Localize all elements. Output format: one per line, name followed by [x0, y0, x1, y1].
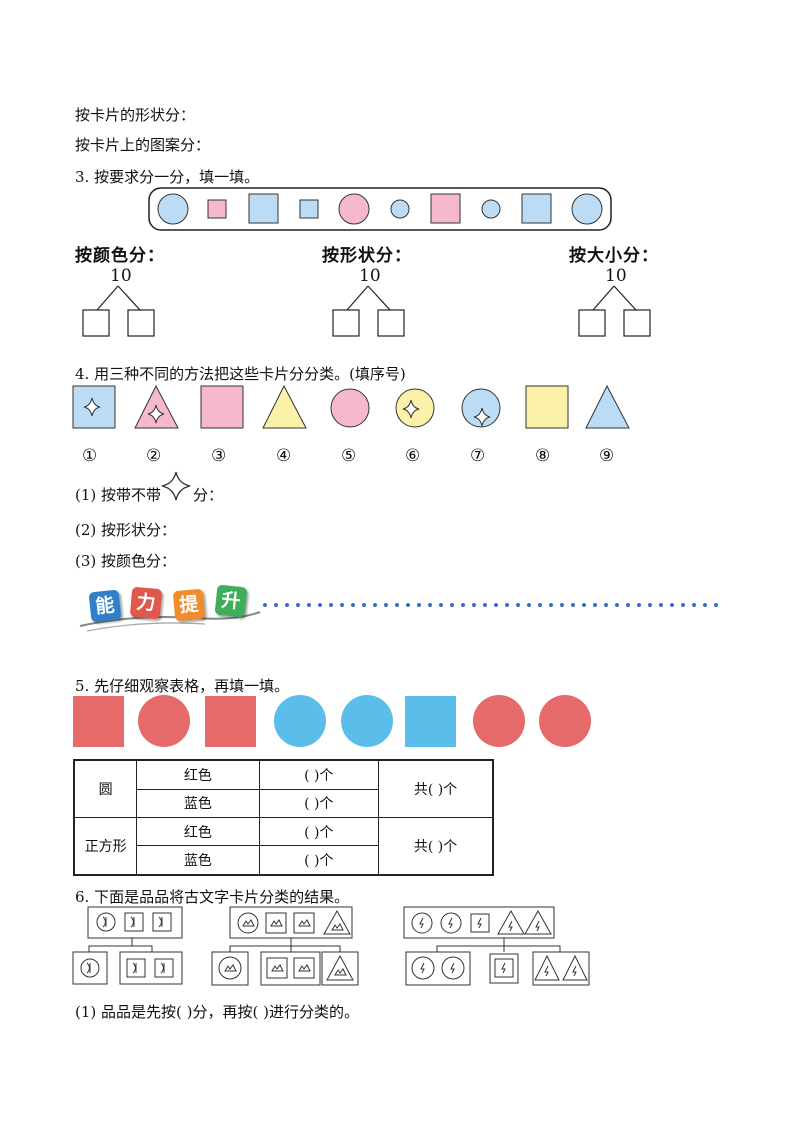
q4-sub1-pre: (1) 按带不带 — [75, 486, 162, 504]
small-blue-square — [299, 199, 319, 219]
blue-square — [405, 696, 456, 747]
q3-title: 3. 按要求分一分，填一填。 — [75, 168, 260, 186]
q4-number-3: ③ — [211, 446, 227, 466]
row-header-circle: 圆 — [73, 759, 138, 818]
q3-group-size-tree — [578, 285, 651, 337]
red-circle — [138, 695, 190, 747]
answer-box — [127, 309, 155, 337]
row-header-square: 正方形 — [73, 816, 138, 876]
q4-title: 4. 用三种不同的方法把这些卡片分分类。(填序号) — [75, 365, 406, 383]
card-2-pink-triangle-star — [134, 384, 179, 429]
big-pink-circle — [338, 193, 370, 225]
red-circle — [473, 695, 525, 747]
card-6-yellow-circle-star — [395, 388, 435, 428]
q5-shapes-row — [73, 695, 591, 747]
answer-box — [377, 309, 405, 337]
q4-number-2: ② — [146, 446, 162, 466]
q4-sub1-post: 分： — [193, 486, 224, 504]
color-blue: 蓝色 — [136, 788, 260, 818]
card-8-yellow-square — [525, 385, 569, 429]
big-blue-square — [248, 193, 279, 224]
big-blue-circle — [571, 193, 603, 225]
q4-number-4: ④ — [276, 446, 292, 466]
q3-group-color-tree — [82, 285, 155, 337]
intro-by-shape: 按卡片的形状分： — [75, 106, 196, 124]
q4-number-5: ⑤ — [341, 446, 357, 466]
q3-shapes-strip — [148, 187, 612, 231]
diagram-1 — [72, 906, 183, 985]
count-blank[interactable]: ( )个 — [258, 845, 380, 876]
q4-number-6: ⑥ — [405, 446, 421, 466]
q4-sub2: (2) 按形状分： — [75, 521, 177, 539]
q6-classification-diagrams — [72, 906, 590, 986]
red-circle — [539, 695, 591, 747]
q6-sub1: (1) 品品是先按( )分，再按( )进行分类的。 — [75, 1003, 359, 1021]
count-blank[interactable]: ( )个 — [258, 788, 380, 818]
diagram-2 — [211, 906, 359, 986]
q3-group-shape-tree — [332, 285, 405, 337]
q4-number-7: ⑦ — [470, 446, 486, 466]
card-1-blue-square-star — [72, 385, 116, 429]
banner-tile-sheng: 升 — [214, 584, 248, 618]
intro-by-pattern: 按卡片上的图案分： — [75, 136, 211, 154]
count-blank[interactable]: ( )个 — [258, 759, 380, 790]
small-pink-square — [207, 199, 227, 219]
small-blue-circle — [481, 199, 501, 219]
small-blue-circle — [390, 199, 410, 219]
total-blank[interactable]: 共( )个 — [378, 816, 494, 876]
answer-box — [332, 309, 360, 337]
q3-group-size-label: 按大小分： — [569, 246, 659, 266]
q4-cards — [72, 384, 630, 429]
color-red: 红色 — [136, 759, 260, 790]
banner-tile-ti: 提 — [172, 588, 206, 622]
banner-tile-neng: 能 — [88, 589, 122, 623]
card-7-blue-circle-star — [461, 388, 501, 428]
q3-group-color-label: 按颜色分： — [75, 246, 165, 266]
count-blank[interactable]: ( )个 — [258, 816, 380, 847]
q5-title: 5. 先仔细观察表格，再填一填。 — [75, 677, 290, 695]
banner-tile-li: 力 — [129, 586, 163, 620]
card-4-yellow-triangle — [262, 384, 307, 429]
blue-circle — [341, 695, 393, 747]
color-red: 红色 — [136, 816, 260, 847]
q3-group-color-total: 10 — [110, 266, 132, 286]
card-3-pink-square — [200, 385, 244, 429]
big-blue-square — [521, 193, 552, 224]
big-blue-circle — [157, 193, 189, 225]
q4-number-1: ① — [82, 446, 98, 466]
card-5-pink-circle — [330, 388, 370, 428]
q3-group-shape-total: 10 — [359, 266, 381, 286]
q5-table: 圆 红色 ( )个 共( )个 蓝色 ( )个 正方形 红色 ( )个 共( )… — [73, 759, 494, 876]
answer-box — [623, 309, 651, 337]
q4-number-9: ⑨ — [599, 446, 615, 466]
blue-circle — [274, 695, 326, 747]
q4-sub3: (3) 按颜色分： — [75, 552, 177, 570]
card-9-blue-triangle — [585, 384, 630, 429]
diagram-3 — [403, 906, 590, 986]
total-blank[interactable]: 共( )个 — [378, 759, 494, 818]
color-blue: 蓝色 — [136, 845, 260, 876]
q4-number-8: ⑧ — [535, 446, 551, 466]
q6-title: 6. 下面是品品将古文字卡片分类的结果。 — [75, 888, 350, 906]
big-pink-square — [430, 193, 461, 224]
sparkle-star-icon — [161, 471, 191, 501]
answer-box — [578, 309, 606, 337]
red-square — [73, 696, 124, 747]
q3-group-size-total: 10 — [605, 266, 627, 286]
q3-group-shape-label: 按形状分： — [322, 246, 412, 266]
red-square — [205, 696, 256, 747]
answer-box — [82, 309, 110, 337]
